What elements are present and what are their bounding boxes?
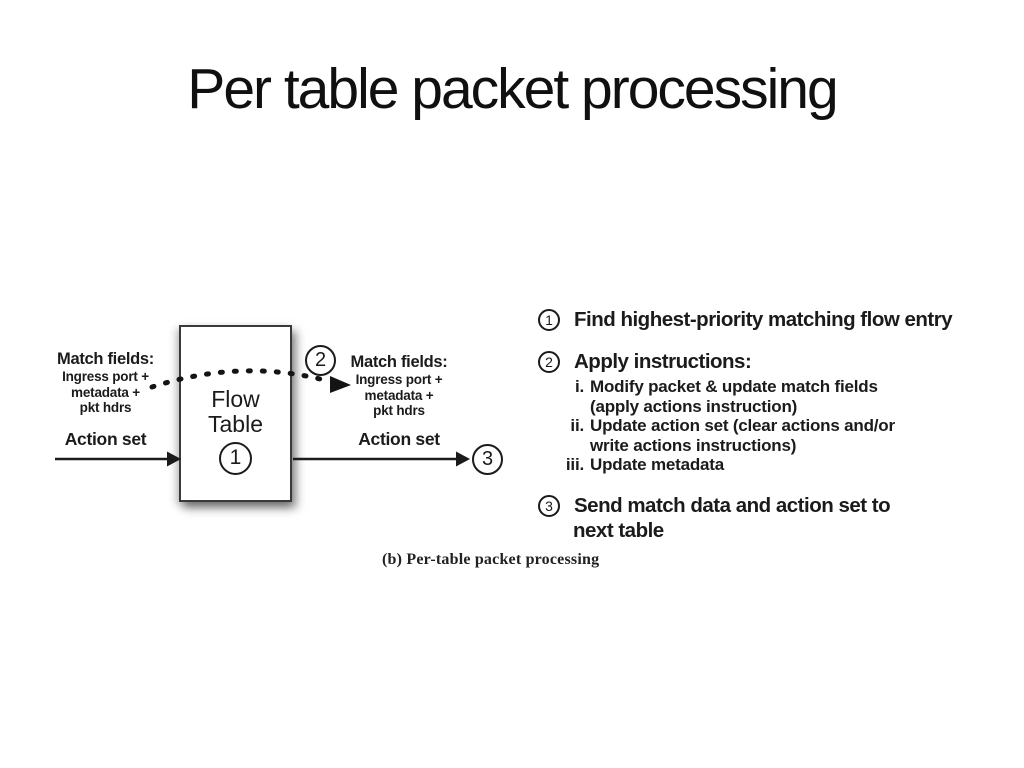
sub-text: Modify packet & update match fields <box>590 377 878 396</box>
step-2-badge: 2 <box>305 345 336 376</box>
flow-table-name-line2: Table <box>208 411 263 437</box>
instruction-sub-line: ii. Update action set (clear actions and… <box>540 416 1020 436</box>
sub-text: Update action set (clear actions and/or <box>590 416 895 435</box>
sub-marker: iii. <box>565 455 584 474</box>
left-match-fields-label: Match fields: <box>57 350 154 368</box>
flow-table-name-line1: Flow <box>211 386 260 412</box>
left-match-fields-block: Match fields: Ingress port + metadata + … <box>39 350 172 416</box>
sub-text: Update metadata <box>590 455 724 474</box>
left-ingress-port-line: Ingress port + <box>62 369 149 384</box>
instruction-item-2: 2 Apply instructions: <box>538 350 1018 374</box>
slide-title: Per table packet processing <box>187 57 838 121</box>
right-action-set-label: Action set <box>358 429 440 449</box>
sub-text: write actions instructions) <box>590 435 797 455</box>
instruction-3-text-line1: Send match data and action set to <box>574 494 891 517</box>
right-action-arrowhead <box>456 451 470 467</box>
right-pkt-hdrs-line: pkt hdrs <box>373 403 425 418</box>
instruction-2-badge: 2 <box>538 351 560 373</box>
instruction-3-badge: 3 <box>538 495 560 517</box>
left-action-set-label: Action set <box>64 429 147 449</box>
instruction-1-text: Find highest-priority matching flow entr… <box>574 308 953 331</box>
instruction-2-text: Apply instructions: <box>574 350 752 373</box>
flow-table-name: Flow Table <box>179 387 292 437</box>
instruction-sub-line: i. Modify packet & update match fields <box>540 377 1020 397</box>
sub-marker: ii. <box>570 416 584 435</box>
instruction-sub-line: (apply actions instruction) <box>540 397 1020 417</box>
right-match-fields-label: Match fields: <box>350 353 448 371</box>
right-match-fields-block: Match fields: Ingress port + metadata + … <box>337 353 461 419</box>
instruction-1-badge: 1 <box>538 309 560 331</box>
instruction-sub-line: write actions instructions) <box>540 436 1020 456</box>
instruction-sub-line: iii. Update metadata <box>540 455 1020 475</box>
right-metadata-line: metadata + <box>364 387 434 403</box>
step-1-badge: 1 <box>219 442 252 475</box>
left-metadata-line: metadata + <box>71 384 140 400</box>
instruction-3-text-line2: next table <box>573 519 664 542</box>
sub-marker: i. <box>574 377 584 396</box>
left-pkt-hdrs-line: pkt hdrs <box>79 400 132 415</box>
right-ingress-port-line: Ingress port + <box>355 372 443 387</box>
sub-text: (apply actions instruction) <box>590 396 798 416</box>
instruction-2-sublist: i. Modify packet & update match fields (… <box>540 377 1020 475</box>
figure-caption: (b) Per-table packet processing <box>382 551 600 568</box>
step-3-badge: 3 <box>472 444 503 475</box>
instruction-item-1: 1 Find highest-priority matching flow en… <box>538 308 1018 332</box>
instruction-item-3: 3 Send match data and action set to <box>538 494 1018 518</box>
